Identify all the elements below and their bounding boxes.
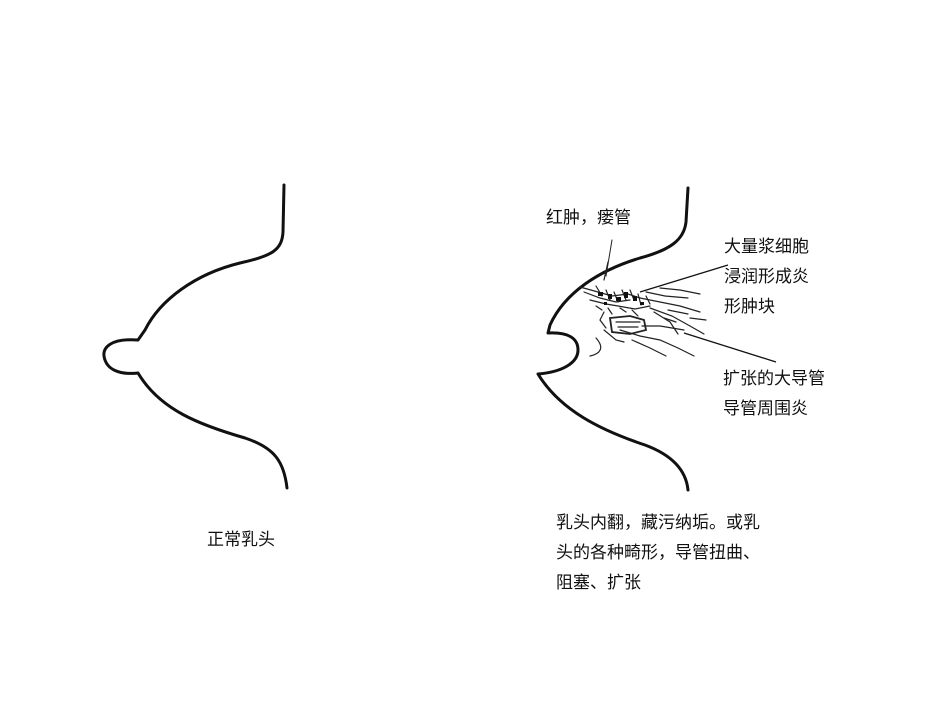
- annotation-line: 扩张的大导管: [723, 369, 825, 389]
- abnormal-nipple-caption: 乳头内翻，藏污纳垢。或乳 头的各种畸形，导管扭曲、 阻塞、扩张: [556, 508, 760, 598]
- caption-line: 头的各种畸形，导管扭曲、: [556, 543, 760, 563]
- annotation-line: 浸润形成炎: [724, 267, 809, 287]
- annotation-line: 导管周围炎: [723, 399, 808, 419]
- annotation-line: 形肿块: [724, 297, 775, 317]
- normal-breast-outline: [102, 183, 289, 490]
- normal-nipple-caption: 正常乳头: [207, 530, 275, 550]
- annotation-plasma-cell-mass: 大量浆细胞 浸润形成炎 形肿块: [724, 232, 809, 322]
- duct-mass-shading: [598, 292, 644, 305]
- annotation-line: 大量浆细胞: [724, 237, 809, 257]
- annotation-dilated-duct: 扩张的大导管 导管周围炎: [723, 364, 825, 424]
- annotation-redness-fistula: 红肿，瘘管: [546, 208, 631, 228]
- leader-line-dilated-duct: [683, 332, 777, 363]
- leader-line-plasma-cell: [639, 264, 729, 293]
- abnormal-breast-outline: [536, 186, 690, 492]
- caption-line: 乳头内翻，藏污纳垢。或乳: [556, 513, 760, 533]
- caption-line: 阻塞、扩张: [556, 573, 641, 593]
